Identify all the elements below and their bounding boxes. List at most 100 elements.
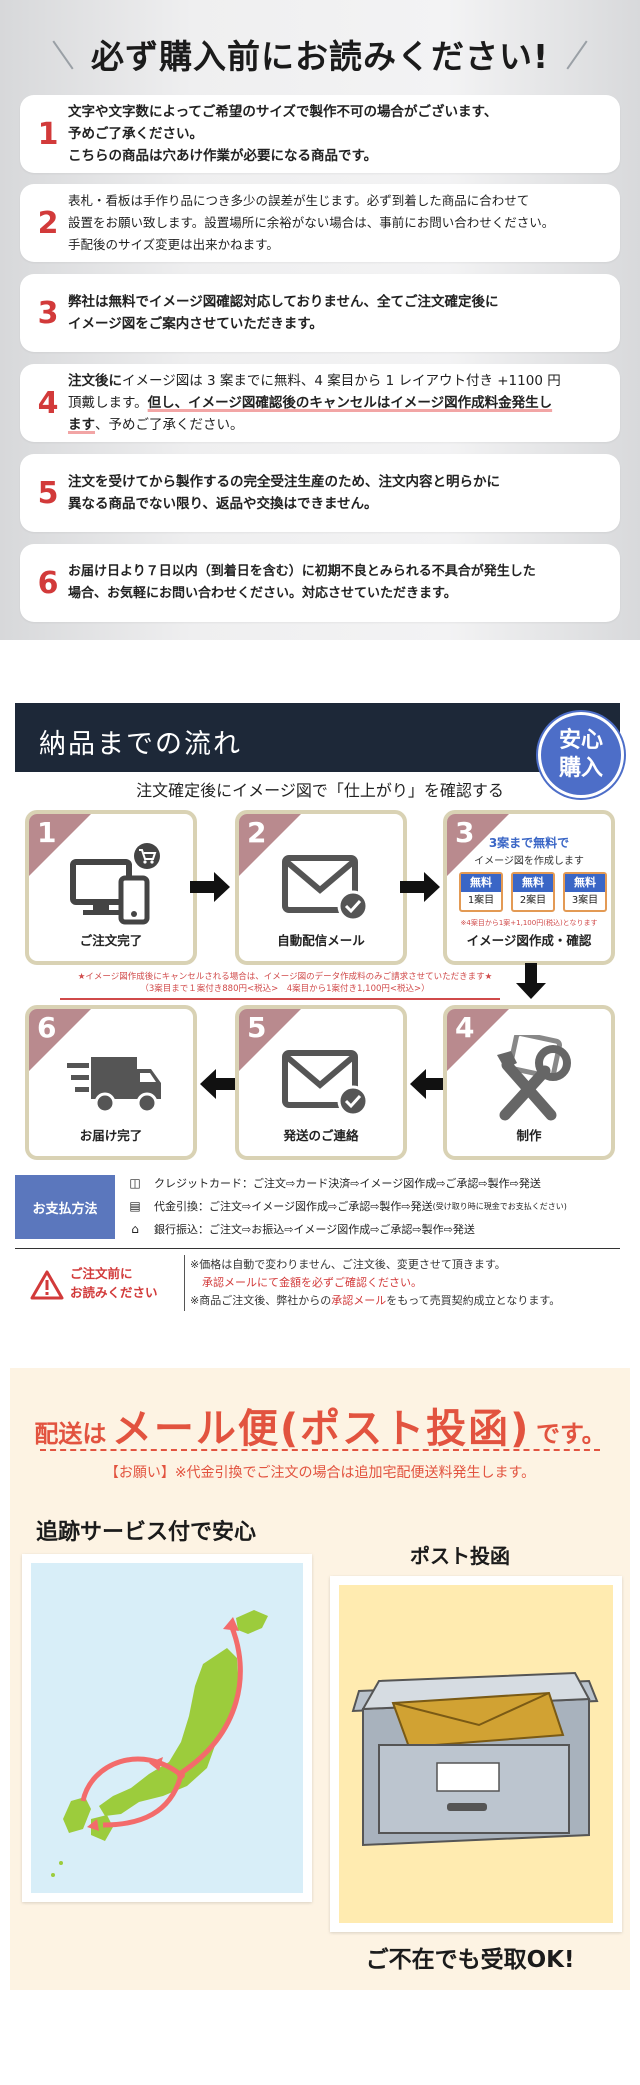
free-draft-note: ※4案目から1案+1,100円(税込)となります: [460, 919, 598, 927]
shipping-section: 配送は メール便(ポスト投函) です。 【お願い】※代金引換でご注文の場合は追加…: [10, 1368, 630, 1990]
warning-separator: [184, 1255, 185, 1311]
notice-card-6: 6 お届け日より７日以内（到着日を含む）に初期不良とみられる不具合が発生した 場…: [20, 544, 620, 622]
cash-on-delivery-icon: ▤: [129, 1199, 141, 1213]
cancel-note: ★イメージ図作成後にキャンセルされる場合は、イメージ図のデータ作成料のみご請求さ…: [60, 971, 510, 995]
shipping-title: 配送は メール便(ポスト投函) です。: [34, 1406, 606, 1452]
warning-note-2: 承認メールにて金額を必ずご確認ください。: [202, 1276, 422, 1289]
notice-underlined-end: ます: [68, 417, 95, 433]
flow-header: 納品までの流れ: [15, 703, 620, 772]
payment-row-note: (受け取り時に現金でお支払ください): [432, 1201, 567, 1211]
mail-check-icon: [282, 855, 369, 922]
warning-note-1: ※価格は自動で変わりません、ご注文後、変更させて頂きます。: [190, 1258, 506, 1271]
cancel-note-line-1: ★イメージ図作成後にキャンセルされる場合は、イメージ図のデータ作成料のみご請求さ…: [77, 972, 493, 982]
warning-note-3: ※商品ご注文後、弊社からの承認メールをもって売買契約成立となります。: [190, 1294, 561, 1307]
notice-text: 文字や文字数によってご希望のサイズで製作不可の場合がございます、 予めご了承くだ…: [68, 104, 498, 164]
notice-underlined: 但し、イメージ図確認後のキャンセルはイメージ図作成料金発生し: [147, 395, 553, 411]
warning-triangle-icon: [30, 1270, 64, 1300]
divider: [15, 1248, 620, 1249]
payment-row-bank: ⌂ 銀行振込：ご注文⇨お振込⇨イメージ図作成⇨ご承認⇨製作⇨発送: [122, 1218, 475, 1240]
notice-card-4: 4 注文後にイメージ図は 3 案までに無料、4 案目から 1 レイアウト付き +…: [20, 364, 620, 442]
cancel-note-line-2: （3案目まで１案付き880円<税込> 4案目から1案付き1,100円<税込>）: [140, 984, 430, 994]
japan-map-frame: [22, 1554, 312, 1902]
notice-card-1: 1 文字や文字数によってご希望のサイズで製作不可の場合がございます、 予めご了承…: [20, 95, 620, 173]
step-label: 自動配信メール: [277, 933, 365, 948]
tracking-label: 追跡サービス付で安心: [36, 1520, 257, 1545]
free-draft-heading: 3案まで無料で: [488, 836, 570, 850]
step-label: 制作: [516, 1128, 542, 1143]
japan-map-icon: [51, 1610, 268, 1877]
notice-text: 注文を受けてから製作するの完全受注生産のため、注文内容と明らかに 異なる商品でな…: [68, 474, 500, 512]
notice-number: 3: [37, 295, 59, 331]
flow-step-5: 5 発送のご連絡: [235, 1005, 407, 1160]
safe-purchase-badge: 安心 購入: [538, 712, 624, 798]
credit-card-icon: ◫: [129, 1176, 141, 1190]
shipping-divider: [40, 1449, 600, 1451]
arrow-down-icon: [516, 963, 546, 999]
notice-emphasis: 注文後に: [68, 373, 122, 389]
payment-methods-label: お支払方法: [15, 1175, 115, 1239]
arrow-left-icon: [410, 1069, 450, 1099]
flow-step-6: 6 お届け完了: [25, 1005, 197, 1160]
payment-row-text: 代金引換：ご注文⇨イメージ図作成⇨ご承認⇨製作⇨発送: [154, 1200, 433, 1213]
step-number: 2: [247, 816, 267, 849]
step-number: 5: [247, 1011, 267, 1044]
flow-subtitle: 注文確定後にイメージ図で「仕上がり」を確認する: [136, 781, 504, 800]
step-corner: [29, 1009, 91, 1071]
step-label: お届け完了: [79, 1128, 143, 1143]
delivery-truck-icon: [67, 1057, 161, 1114]
notice-text: 弊社は無料でイメージ図確認対応しておりません、全てご注文確定後に イメージ図をご…: [68, 294, 499, 332]
bank-transfer-icon: ⌂: [131, 1222, 139, 1236]
step-number: 1: [37, 816, 57, 849]
post-label: ポスト投函: [410, 1544, 510, 1568]
devices-cart-icon: [70, 843, 160, 925]
step-number: 6: [37, 1011, 57, 1044]
notice-text: 表札・看板は手作り品につき多少の誤差が生じます。必ず到着した商品に合わせて 設置…: [68, 193, 555, 252]
step-number: 3: [455, 816, 475, 849]
notice-tail: 、予めご了承ください。: [95, 417, 244, 433]
payment-row-cod: ▤ 代金引換：ご注文⇨イメージ図作成⇨ご承認⇨製作⇨発送 (受け取り時に現金でお…: [122, 1195, 567, 1217]
notice-body: イメージ図は 3 案までに無料、4 案目から 1 レイアウト付き +1100 円…: [68, 373, 561, 411]
mailbox-icon: [351, 1671, 599, 1847]
warning-text: ご注文前に お読みください: [70, 1266, 158, 1300]
step-label: イメージ図作成・確認: [466, 933, 592, 948]
notice-number: 4: [37, 385, 59, 421]
tools-icon: [497, 1035, 571, 1121]
notice-card-2: 2 表札・看板は手作り品につき多少の誤差が生じます。必ず到着した商品に合わせて …: [20, 184, 620, 262]
payment-row-text: 銀行振込：ご注文⇨お振込⇨イメージ図作成⇨ご承認⇨製作⇨発送: [154, 1223, 475, 1236]
notice-number: 5: [37, 475, 59, 511]
flow-step-1: 1 ご注文完了: [25, 810, 197, 965]
step-corner: [447, 814, 509, 876]
badge-line-1: 安心: [558, 728, 603, 753]
payment-row-text: クレジットカード：ご注文⇨カード決済⇨イメージ図作成⇨ご承認⇨製作⇨発送: [154, 1177, 541, 1190]
payment-row-credit: ◫ クレジットカード：ご注文⇨カード決済⇨イメージ図作成⇨ご承認⇨製作⇨発送: [122, 1172, 541, 1194]
step-corner: [29, 814, 91, 876]
free-draft-subheading: イメージ図を作成します: [474, 856, 584, 867]
absence-ok-label: ご不在でも受取OK!: [365, 1947, 575, 1973]
mail-check-icon: [282, 1050, 369, 1117]
notice-card-3: 3 弊社は無料でイメージ図確認対応しておりません、全てご注文確定後に イメージ図…: [20, 274, 620, 352]
flow-step-2: 2 自動配信メール: [235, 810, 407, 965]
step-number: 4: [455, 1011, 475, 1044]
notice-text: お届け日より７日以内（到着日を含む）に初期不良とみられる不具合が発生した 場合、…: [68, 564, 536, 601]
mailbox-frame: [330, 1576, 622, 1932]
notice-number: 6: [37, 565, 59, 601]
cancel-note-underline: [60, 998, 500, 1000]
warning-label: ご注文前に お読みください: [30, 1262, 180, 1306]
warning-notes: ※価格は自動で変わりません、ご注文後、変更させて頂きます。 承認メールにて金額を…: [190, 1256, 630, 1310]
flow-title: 納品までの流れ: [39, 729, 242, 760]
shipping-note: 【お願い】※代金引換でご注文の場合は追加宅配便送料発生します。: [104, 1465, 536, 1481]
arrow-right-icon: [190, 872, 230, 902]
arrow-left-icon: [200, 1069, 240, 1099]
notice-number: 2: [37, 205, 59, 241]
notice-section: 必ず購入前にお読みください! 1 文字や文字数によってご希望のサイズで製作不可の…: [0, 0, 640, 640]
badge-line-2: 購入: [558, 756, 603, 781]
step-label: ご注文完了: [79, 933, 143, 948]
arrow-right-icon: [400, 872, 440, 902]
step-label: 発送のご連絡: [283, 1128, 359, 1143]
notice-card-5: 5 注文を受けてから製作するの完全受注生産のため、注文内容と明らかに 異なる商品…: [20, 454, 620, 532]
